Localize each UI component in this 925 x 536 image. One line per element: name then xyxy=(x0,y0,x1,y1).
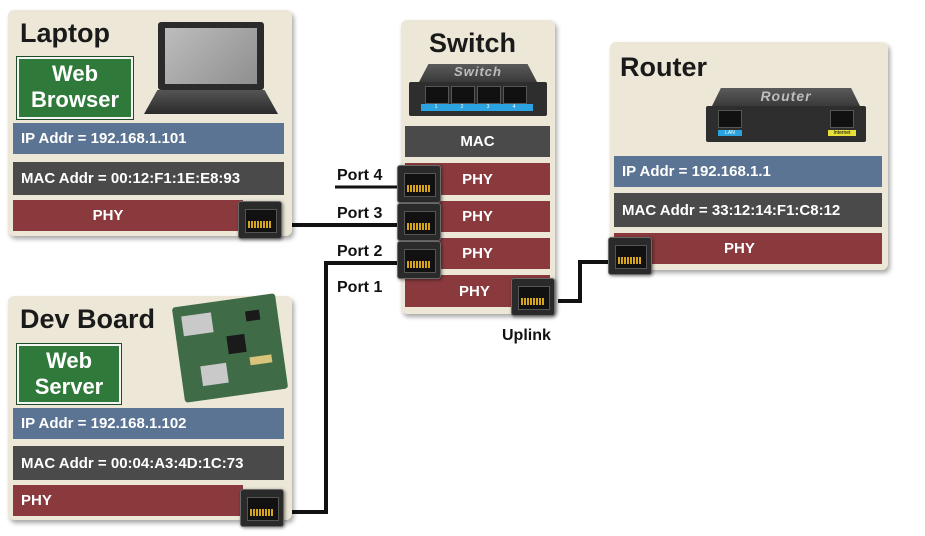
wire-uplink-router xyxy=(558,260,608,303)
devboard-phy: PHY xyxy=(13,485,243,516)
laptop-panel: Laptop Web Browser IP Addr = 192.168.1.1… xyxy=(8,10,292,236)
web-server-label: Web Server xyxy=(34,348,104,399)
switch-uplink-jack xyxy=(511,278,555,316)
devboard-ip: IP Addr = 192.168.1.102 xyxy=(13,408,284,439)
switch-device-label: Switch xyxy=(454,64,502,79)
web-browser-box: Web Browser xyxy=(16,56,134,120)
devboard-panel: Dev Board Web Server IP Addr = 192.168.1… xyxy=(8,293,292,520)
router-device-icon: Router LAN Internet xyxy=(706,88,866,142)
switch-port-number-2: 2 xyxy=(460,104,464,110)
switch-title: Switch xyxy=(429,28,517,58)
port-3-label: Port 3 xyxy=(337,205,383,222)
router-ip: IP Addr = 192.168.1.1 xyxy=(614,156,882,187)
laptop-phy: PHY xyxy=(13,200,243,231)
devboard-ethernet-port xyxy=(240,489,284,527)
switch-port-4-jack xyxy=(397,165,441,203)
switch-port-2-jack xyxy=(397,241,441,279)
router-mac: MAC Addr = 33:12:14:F1:C8:12 xyxy=(614,193,882,227)
dev-board-icon xyxy=(171,293,289,403)
switch-device-icon: Switch 1 2 3 4 xyxy=(409,64,547,116)
port-4-label: Port 4 xyxy=(337,167,383,184)
router-panel: Router Router LAN Internet IP Addr = 192… xyxy=(610,42,888,270)
switch-port-number-1: 1 xyxy=(434,104,438,110)
wire-devboard-port2 xyxy=(290,261,400,514)
switch-mac: MAC xyxy=(405,126,550,157)
web-server-box: Web Server xyxy=(16,343,122,405)
router-title: Router xyxy=(620,52,707,82)
laptop-ethernet-port xyxy=(238,201,282,239)
laptop-mac: MAC Addr = 00:12:F1:1E:E8:93 xyxy=(13,162,284,195)
router-device-label: Router xyxy=(760,88,812,104)
laptop-title: Laptop xyxy=(20,18,110,48)
port-2-label: Port 2 xyxy=(337,243,383,260)
devboard-title: Dev Board xyxy=(20,304,156,334)
switch-port-number-4: 4 xyxy=(512,104,516,110)
devboard-mac: MAC Addr = 00:04:A3:4D:1C:73 xyxy=(13,446,284,480)
router-internet-tag: Internet xyxy=(828,130,856,136)
switch-port-3-jack xyxy=(397,203,441,241)
laptop-ip: IP Addr = 192.168.1.101 xyxy=(13,123,284,154)
laptop-icon xyxy=(144,22,278,118)
router-phy: PHY xyxy=(614,233,882,264)
switch-port-number-3: 3 xyxy=(486,104,490,110)
router-ethernet-port xyxy=(608,237,652,275)
router-lan-tag: LAN xyxy=(718,130,742,136)
uplink-label: Uplink xyxy=(502,327,551,344)
web-browser-label: Web Browser xyxy=(30,61,120,112)
port-1-label: Port 1 xyxy=(337,279,383,296)
